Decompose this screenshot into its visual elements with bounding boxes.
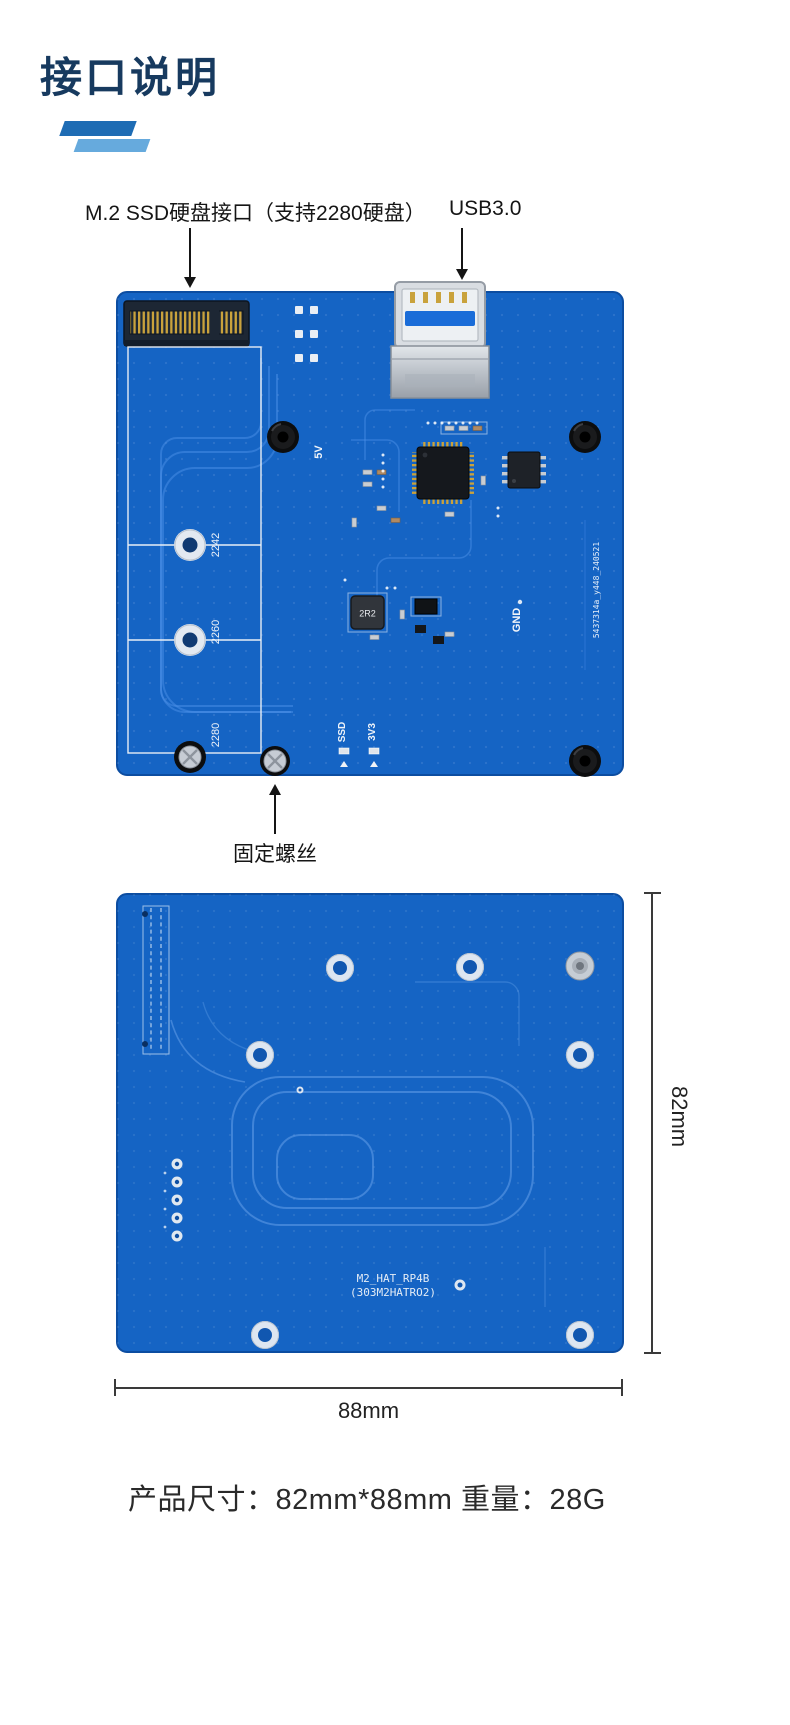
board-labels: 5V GND SSD 3V3: [313, 445, 523, 743]
m2-callout-label: M.2 SSD硬盘接口（支持2280硬盘）: [85, 202, 426, 225]
m2-connector: [123, 300, 250, 347]
usb-blue-tongue: [405, 311, 475, 326]
soic-chip: [502, 451, 546, 489]
label-2260: 2260: [210, 620, 222, 644]
screw-callout-arrow-head: [269, 784, 281, 795]
label-ssd: SSD: [337, 722, 348, 743]
hole: [246, 1041, 274, 1069]
height-dim-cap-bottom: [644, 1352, 661, 1354]
hole: [326, 954, 354, 982]
title-underline-light: [73, 139, 151, 152]
fixing-screw: [260, 746, 290, 776]
board-model-text: M2_HAT_RP4B: [357, 1272, 430, 1285]
serial-number: 5437314a_y448_240521: [592, 542, 601, 639]
standoff-hole-2260: [174, 624, 206, 656]
pcb-top-view: 2242 2260 2280: [116, 281, 624, 777]
width-dim-label: 88mm: [337, 1398, 400, 1423]
m2-key-notch: [210, 307, 219, 338]
pcb-top-dot-grid: [117, 292, 623, 775]
standoff-tip: [565, 951, 595, 981]
height-dim-line: [651, 892, 653, 1352]
small-hole: [454, 1279, 466, 1291]
pcb-bottom-view: M2_HAT_RP4B (303M2HATRO2): [116, 893, 624, 1353]
usb-metal-shell: [390, 345, 490, 399]
screw-callout-label: 固定螺丝: [233, 843, 317, 866]
label-3v3: 3V3: [367, 723, 378, 741]
m2-callout-arrow-head: [184, 277, 196, 288]
usb-callout-label: USB3.0: [449, 197, 522, 220]
standoff-bottom-right: [569, 745, 601, 777]
label-gnd: GND: [511, 608, 523, 633]
test-pads: [295, 306, 318, 362]
inductor-label: 2R2: [359, 609, 376, 619]
mounting-screw-left: [174, 741, 206, 773]
power-inductor: 2R2: [350, 595, 385, 630]
screw-callout-arrow-line: [274, 794, 276, 834]
vias: [343, 421, 523, 605]
small-hole: [296, 1086, 304, 1094]
pcb-top-traces: [160, 358, 586, 713]
header-footprint: [142, 905, 170, 1055]
label-2280: 2280: [210, 723, 222, 747]
standoff-right-mid: [569, 421, 601, 453]
board-partno-text: (303M2HATRO2): [350, 1286, 436, 1299]
width-dim-cap-right: [621, 1379, 623, 1396]
bottom-board-text: M2_HAT_RP4B (303M2HATRO2): [350, 1272, 436, 1299]
height-dim-label: 82mm: [667, 1086, 692, 1148]
solder-pads: [163, 1158, 183, 1242]
controller-chip: [412, 442, 474, 504]
usb-callout-arrow-head: [456, 269, 468, 280]
pcb-bottom-dot-grid: [117, 894, 623, 1352]
page-title: 接口说明: [40, 54, 221, 101]
usb-callout-arrow-line: [461, 228, 463, 270]
small-components: [351, 425, 486, 644]
m2-callout-arrow-line: [189, 228, 191, 278]
hole: [566, 1321, 594, 1349]
title-underline-dark: [59, 121, 137, 136]
usb-pins: [410, 292, 467, 303]
width-dim-line: [114, 1387, 623, 1389]
hole: [456, 953, 484, 981]
usb3-port: [390, 281, 490, 399]
label-2242: 2242: [210, 533, 222, 557]
mounting-holes: [246, 951, 595, 1349]
status-leds: [338, 747, 380, 767]
standoff-hole-2242: [174, 529, 206, 561]
m2-size-labels: 2242 2260 2280: [210, 533, 222, 747]
label-5v: 5V: [313, 445, 325, 459]
hole: [566, 1041, 594, 1069]
hole: [251, 1321, 279, 1349]
product-spec-text: 产品尺寸：82mm*88mm 重量：28G: [128, 1484, 606, 1516]
standoff-left-mid: [267, 421, 299, 453]
